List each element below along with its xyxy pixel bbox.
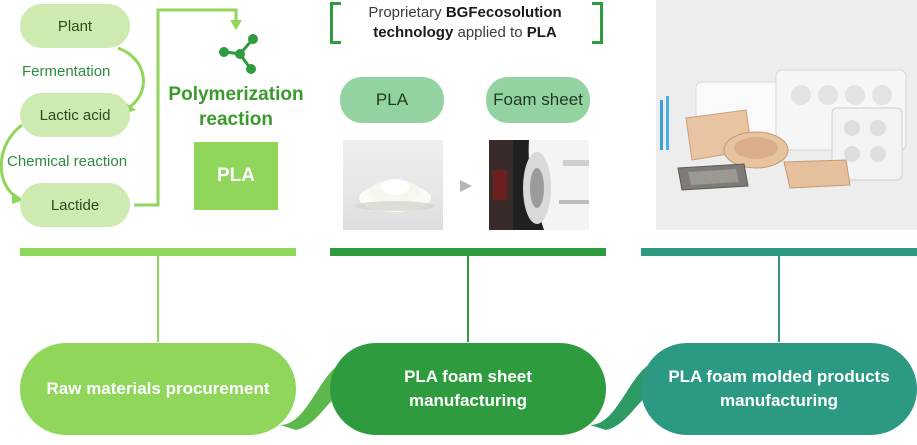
stage1-line (157, 256, 159, 342)
pla-step: PLA (340, 77, 444, 123)
molded-products-stage: PLA foam molded products manufacturing (641, 343, 917, 435)
arrow-right-icon (460, 180, 472, 192)
stage2-bar (330, 248, 606, 256)
stage1-bar (20, 248, 296, 256)
stage3-bar (641, 248, 917, 256)
plant-step: Plant (20, 4, 130, 48)
tech-prefix: Proprietary (368, 4, 446, 21)
foam-sheet-machine-image (489, 140, 589, 230)
stage2-label: PLA foam sheet manufacturing (404, 365, 532, 413)
bracket-right (592, 2, 603, 44)
stage2-line (467, 256, 469, 342)
pla-pellets-image (343, 140, 443, 230)
molded-products-image (656, 0, 917, 230)
bracket-left (330, 2, 341, 44)
polymerization-title: Polymerization reaction (168, 84, 304, 130)
stage3-line (778, 256, 780, 342)
tech-middle: technology (373, 24, 454, 41)
tech-brand: BGFecosolution (445, 4, 562, 21)
tech-suffix: applied to (453, 24, 527, 41)
pla-box: PLA (194, 142, 278, 210)
fermentation-label: Fermentation (22, 63, 111, 80)
stage2-line1: PLA foam sheet (404, 367, 532, 386)
stage2-line2: manufacturing (408, 391, 528, 410)
tech-pla: PLA (526, 24, 557, 41)
technology-caption: Proprietary BGFecosolution technology ap… (345, 3, 585, 43)
stage1-label: Raw materials procurement (46, 379, 270, 398)
lactide-step: Lactide (20, 183, 130, 227)
stage3-line1: PLA foam molded products (668, 367, 890, 386)
foam-sheet-stage: PLA foam sheet manufacturing (330, 343, 606, 435)
chemical-reaction-label: Chemical reaction (7, 153, 128, 170)
foam-sheet-step: Foam sheet (486, 77, 590, 123)
lactic-acid-step: Lactic acid (20, 93, 130, 137)
stage3-label: PLA foam molded products manufacturing (668, 365, 889, 413)
molecule-icon (219, 34, 258, 74)
stage3-line2: manufacturing (719, 391, 839, 410)
raw-materials-stage: Raw materials procurement (20, 343, 296, 435)
